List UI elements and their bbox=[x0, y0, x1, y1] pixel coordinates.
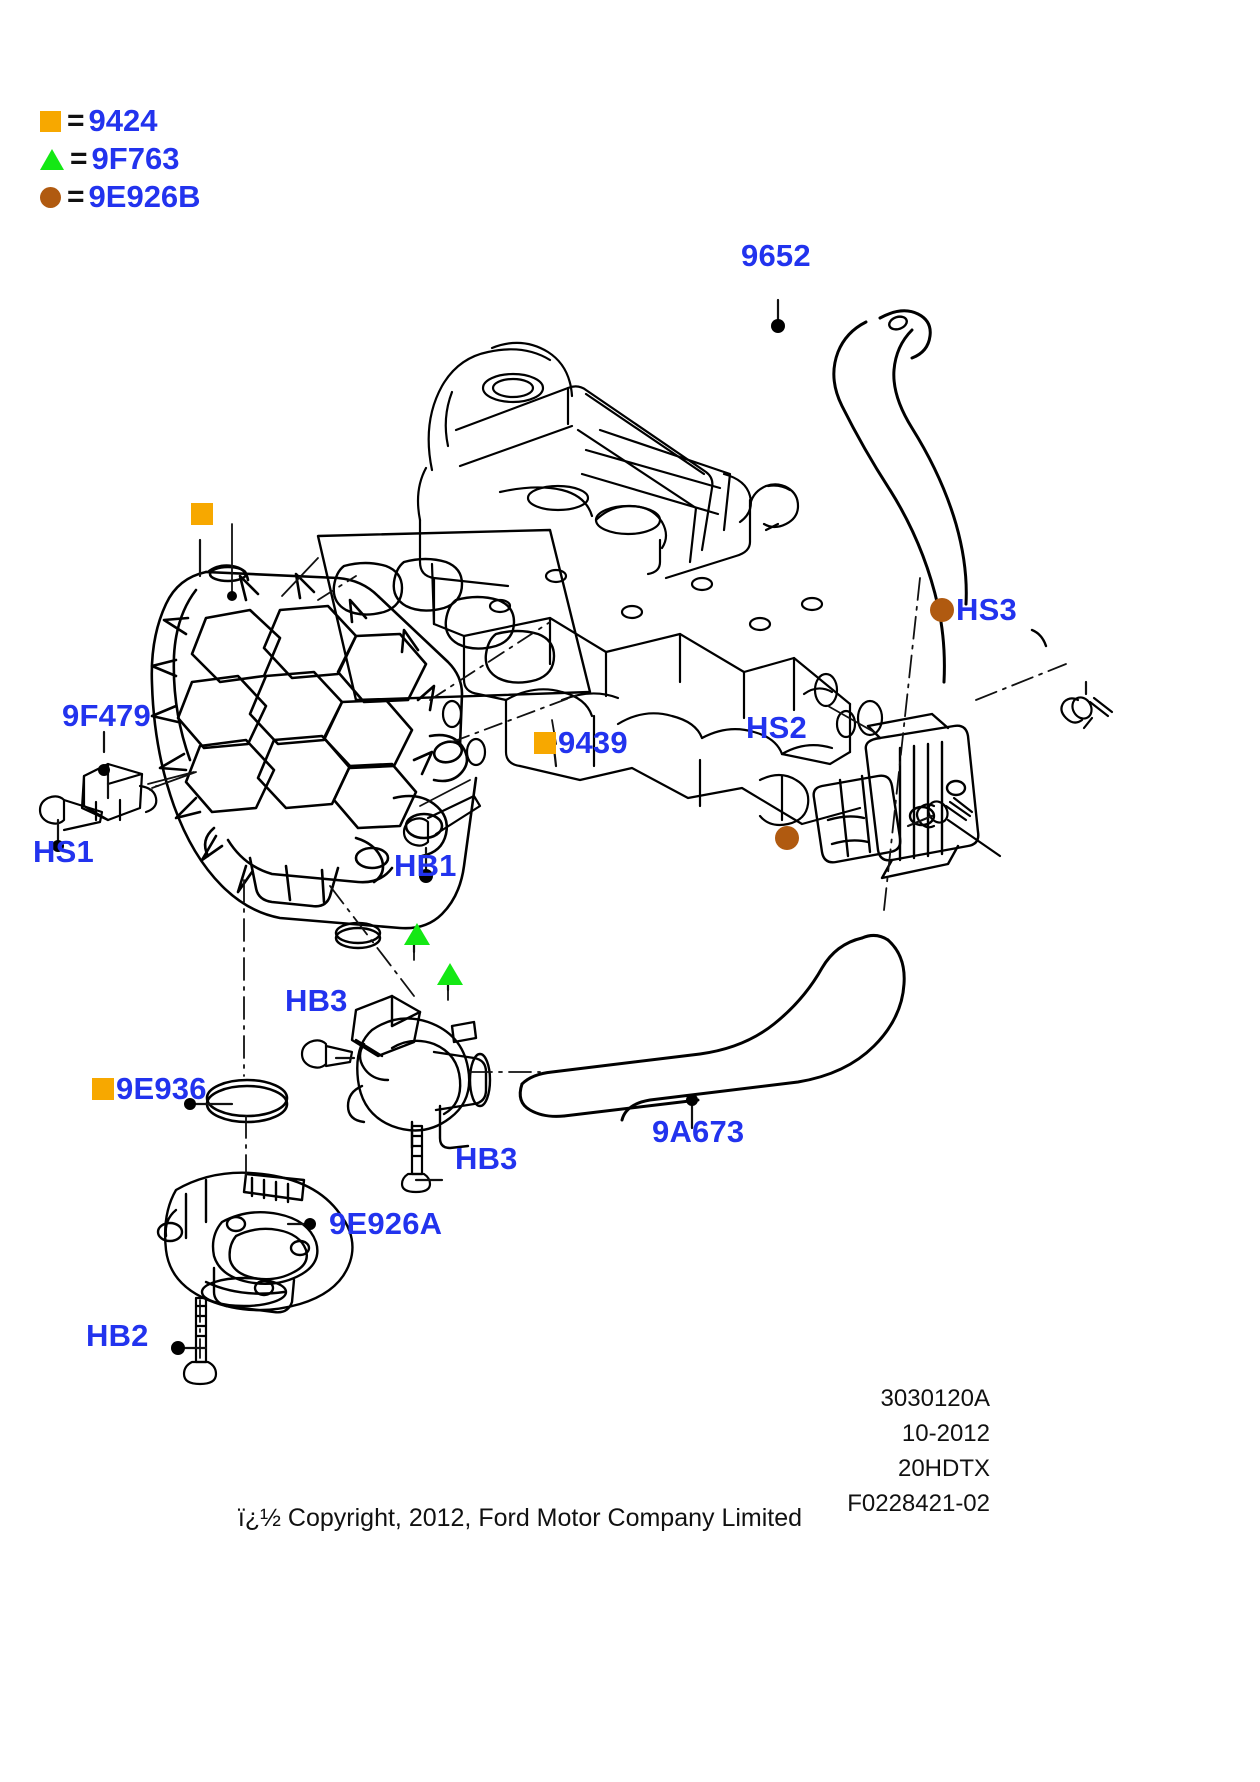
callout-hb1: HB1 bbox=[394, 848, 457, 883]
legend-equals-1: = bbox=[70, 142, 88, 175]
callout-hb3-lower: HB3 bbox=[455, 1141, 518, 1176]
bolt-hb1-art bbox=[402, 794, 482, 847]
callout-9e926a: 9E926A bbox=[329, 1206, 443, 1241]
callout-hs3: HS3 bbox=[956, 592, 1017, 627]
callout-hs2: HS2 bbox=[746, 710, 807, 745]
orange-square-icon-9439 bbox=[534, 731, 556, 754]
legend-row-9424: = 9424 bbox=[40, 103, 201, 138]
callout-9439: 9439 bbox=[558, 725, 628, 760]
marker-square-manifold bbox=[191, 503, 213, 525]
legend-row-9f763: = 9F763 bbox=[40, 141, 201, 176]
sensor-9f479-art bbox=[80, 762, 158, 822]
callout-9a673: 9A673 bbox=[652, 1114, 745, 1149]
legend: = 9424 = 9F763 = 9E926B bbox=[40, 103, 201, 219]
marker-triangle-seal-upper bbox=[404, 923, 430, 945]
callout-hs3-group: HS3 bbox=[930, 594, 1017, 625]
brown-circle-icon bbox=[40, 186, 61, 208]
legend-equals-2: = bbox=[67, 180, 85, 213]
callout-9e936: 9E936 bbox=[116, 1071, 207, 1106]
bolt-hb2-art bbox=[182, 1296, 218, 1386]
legend-code-9e926b: 9E926B bbox=[88, 179, 201, 214]
canister-bracket-art bbox=[812, 712, 980, 880]
footer-figure-id: F0228421-02 bbox=[847, 1490, 990, 1517]
callout-hb2: HB2 bbox=[86, 1318, 149, 1353]
green-triangle-icon bbox=[40, 148, 64, 170]
brown-circle-icon-hs3 bbox=[930, 597, 954, 622]
throttle-body-art bbox=[156, 1171, 354, 1314]
footer-variant: 20HDTX bbox=[897, 1455, 990, 1482]
intake-manifold-art bbox=[150, 564, 478, 930]
callout-9439-group: 9439 bbox=[534, 727, 628, 758]
callout-9e936-group: 9E936 bbox=[92, 1073, 207, 1104]
hose-9a673-art bbox=[518, 933, 906, 1122]
gasket-9439-art bbox=[316, 528, 592, 702]
bolt-hs3-art bbox=[1060, 696, 1114, 730]
leader-dots bbox=[52, 319, 785, 1355]
legend-equals-0: = bbox=[67, 104, 85, 137]
callout-hs1: HS1 bbox=[33, 834, 94, 869]
legend-code-9424: 9424 bbox=[88, 103, 158, 138]
egr-valve-art bbox=[346, 994, 492, 1150]
copyright-notice: ï¿½ Copyright, 2012, Ford Motor Company … bbox=[237, 1504, 803, 1532]
orange-square-icon-9e936 bbox=[92, 1077, 114, 1100]
orange-square-icon bbox=[40, 110, 61, 132]
legend-row-9e926b: = 9E926B bbox=[40, 179, 201, 214]
bolt-hb3-upper-art bbox=[300, 1039, 354, 1069]
marker-triangle-seal-lower bbox=[437, 963, 463, 985]
assembly-axis-lines bbox=[107, 523, 1067, 1359]
marker-circle-canister bbox=[775, 826, 799, 850]
footer-drawing-number: 3030120A bbox=[880, 1385, 990, 1412]
engine-block-art bbox=[416, 341, 884, 827]
oring-9e936-art bbox=[205, 1078, 289, 1124]
footer-date: 10-2012 bbox=[901, 1420, 990, 1447]
callout-9652: 9652 bbox=[741, 238, 811, 273]
seal-rings-art bbox=[334, 921, 382, 950]
leader-lines bbox=[56, 298, 1088, 1350]
bolt-hb3-lower-art bbox=[400, 1124, 432, 1194]
legend-code-9f763: 9F763 bbox=[91, 141, 180, 176]
callout-9f479: 9F479 bbox=[62, 698, 151, 733]
callout-hb3-upper: HB3 bbox=[285, 983, 348, 1018]
bolt-hs1-art bbox=[38, 795, 104, 832]
